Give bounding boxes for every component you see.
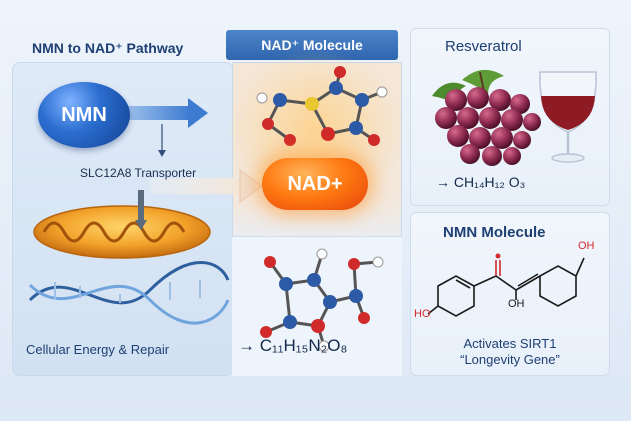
nmn-structure-icon <box>427 253 585 317</box>
transporter-label: SLC12A8 Transporter <box>80 166 197 180</box>
resveratrol-title: Resveratrol <box>445 38 522 55</box>
dna-helix-icon <box>28 261 230 325</box>
transporter-arrow-icon <box>150 169 263 203</box>
oh-label-top: OH <box>578 240 595 252</box>
oh-label-mid: OH <box>508 298 525 310</box>
cellular-energy-caption: Cellular Energy & Repair <box>26 342 170 357</box>
arrow-down-icon <box>158 124 166 157</box>
ho-label-left: HO <box>414 308 431 320</box>
nad-molecule-model-icon <box>256 66 388 146</box>
activates-sirt1-text: Activates SIRT1 “Longevity Gene” <box>430 336 590 368</box>
nad-structure-model-icon <box>260 248 384 352</box>
nmn-sphere: NMN <box>38 82 130 148</box>
resveratrol-formula: → CH₁₄H₁₂ O₃ <box>436 174 526 190</box>
nad-plus-badge: NAD+ <box>262 158 368 210</box>
activates-line-2: “Longevity Gene” <box>460 352 560 367</box>
nad-formula: → C₁₁H₁₅N₂O₈ <box>238 336 348 355</box>
wine-glass-icon <box>539 71 597 163</box>
grapes-icon <box>432 69 541 166</box>
mitochondrion-icon <box>33 190 211 259</box>
arrow-right-icon <box>128 98 208 128</box>
activates-line-1: Activates SIRT1 <box>463 336 557 351</box>
nmn-molecule-title: NMN Molecule <box>443 224 546 241</box>
pathway-title: NMN to NAD⁺ Pathway <box>32 40 184 56</box>
